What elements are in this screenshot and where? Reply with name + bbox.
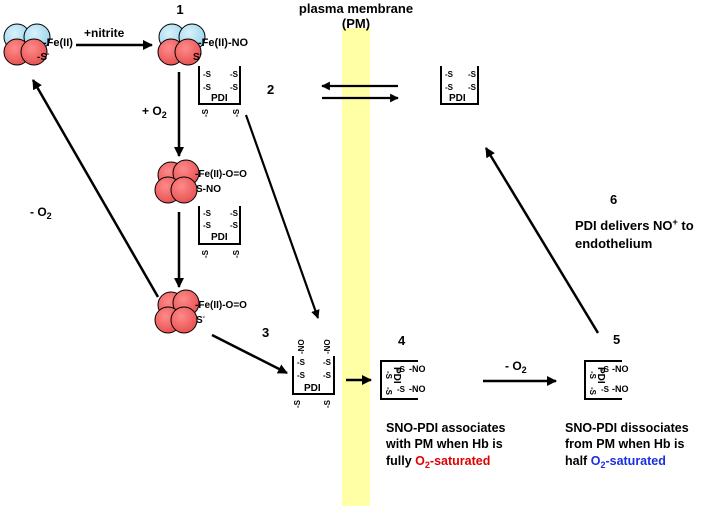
svg-text:-S: -S	[203, 221, 212, 230]
svg-text:-S: -S	[588, 371, 597, 380]
svg-text:-NO: -NO	[409, 384, 426, 394]
svg-text:- O2: - O2	[505, 359, 527, 375]
dissociation-arrow	[484, 147, 600, 334]
membrane-label-line1: plasma membrane	[299, 1, 413, 16]
step-3-number: 3	[262, 325, 269, 340]
deoxygenation-arrow	[31, 79, 160, 298]
fe-o2-label: Fe(II)-O=O	[198, 169, 247, 180]
transnitrosation-arrow	[211, 333, 288, 375]
svg-text:-S: -S	[323, 371, 332, 380]
svg-text:-S: -S	[230, 209, 239, 218]
plus-o2-label: + O	[142, 104, 162, 118]
step-6-number: 6	[610, 192, 617, 207]
svg-text:-S: -S	[445, 83, 454, 92]
svg-text:-S: -S	[232, 108, 241, 117]
svg-text:-S: -S	[468, 83, 477, 92]
svg-text:-S: -S	[203, 209, 212, 218]
svg-text:-S: -S	[201, 249, 210, 258]
svg-text:-NO: -NO	[323, 339, 332, 354]
svg-text:-S: -S	[601, 385, 610, 394]
svg-text:-S: -S	[588, 387, 597, 396]
sno-label: S-NO	[196, 184, 221, 195]
svg-text:-NO: -NO	[409, 364, 426, 374]
svg-text:-S: -S	[384, 387, 393, 396]
fe-no-label: Fe(II)-NO	[202, 37, 249, 49]
thiol-label: S	[40, 52, 47, 63]
svg-text:-Fe(II)-O=O: -Fe(II)-O=O	[195, 300, 247, 311]
caption-5-line1: SNO-PDI dissociates	[565, 421, 689, 435]
svg-text:-Fe(II): -Fe(II)	[43, 37, 73, 49]
step-1-number: 1	[176, 2, 183, 17]
svg-text:-S: -S	[297, 358, 306, 367]
pdi-label-5: PDI	[595, 367, 606, 384]
svg-text:-S: -S	[468, 70, 477, 79]
pdi-to-sno-arrow	[244, 114, 320, 319]
svg-text:-S: -S	[293, 399, 302, 408]
step-6-line2: endothelium	[575, 236, 652, 251]
thiol-label-3: S	[196, 315, 203, 326]
svg-text:-Fe(II)-O=O: -Fe(II)-O=O	[195, 169, 247, 180]
minus-o2-label: - O	[30, 205, 47, 219]
caption-4-line3: fully O2-saturated	[386, 454, 490, 470]
svg-text:S-: S-	[196, 314, 206, 326]
svg-text:-S: -S	[397, 385, 406, 394]
sno-pdi-3: -S -S -S -S PDI -NO -NO -S -S	[292, 339, 335, 408]
svg-text:-S: -S	[297, 371, 306, 380]
hemoglobin-fe-o2: -Fe(II)-O=O S-	[154, 289, 247, 334]
sno-pdi-4: -S -S -S -NO -S -NO PDI	[380, 360, 426, 400]
hemoglobin-fe-no: -Fe(II)-NO S-	[157, 23, 249, 66]
svg-text:-S-: -S-	[37, 51, 50, 63]
pdi-reduced-2: -S -S -S -S PDI -S -S	[198, 66, 241, 117]
pdi-label-middle: PDI	[211, 232, 228, 243]
svg-text:-NO: -NO	[612, 364, 629, 374]
svg-text:-NO: -NO	[612, 384, 629, 394]
hemoglobin-fe2: -Fe(II) -S-	[3, 23, 73, 66]
svg-text:- O2: - O2	[30, 205, 52, 221]
fe-o2-label-2: Fe(II)-O=O	[198, 300, 247, 311]
svg-text:-S: -S	[323, 358, 332, 367]
svg-text:-S: -S	[203, 83, 212, 92]
fe2-label: Fe(II)	[47, 37, 74, 49]
pdi-label: PDI	[211, 93, 228, 104]
hemoglobin-fe-o2-sno: -Fe(II)-O=O S-NO	[154, 159, 247, 204]
svg-text:-S: -S	[230, 221, 239, 230]
step-4-number: 4	[398, 333, 406, 348]
svg-text:-S: -S	[201, 108, 210, 117]
caption-5-line2: from PM when Hb is	[565, 437, 685, 451]
nitrite-label: +nitrite	[84, 26, 125, 40]
pdi-label-4: PDI	[391, 367, 402, 384]
caption-5-line3: half O2-saturated	[565, 454, 666, 470]
svg-text:-S: -S	[232, 249, 241, 258]
svg-text:-S: -S	[384, 371, 393, 380]
minus-o2-mid-label: - O	[505, 359, 522, 373]
pdi-label-3: PDI	[304, 383, 321, 394]
plasma-membrane-band	[342, 28, 370, 506]
membrane-label-line2: (PM)	[342, 16, 370, 31]
svg-text:-S: -S	[230, 83, 239, 92]
svg-text:-S: -S	[203, 70, 212, 79]
step-2-number: 2	[267, 82, 274, 97]
caption-4-line1: SNO-PDI associates	[386, 421, 506, 435]
sno-pdi-5: -S -S -S -NO -S -NO PDI	[584, 360, 629, 400]
svg-text:-Fe(II)-NO: -Fe(II)-NO	[198, 37, 249, 49]
svg-text:-S: -S	[323, 399, 332, 408]
step-5-number: 5	[613, 332, 620, 347]
caption-4-line2: with PM when Hb is	[385, 437, 503, 451]
svg-text:-S: -S	[230, 70, 239, 79]
pdi-reduced-middle: -S -S -S -S PDI -S -S	[198, 206, 241, 258]
svg-text:-S: -S	[601, 365, 610, 374]
svg-text:-S: -S	[397, 365, 406, 374]
pdi-reduced-right: -S -S -S -S PDI	[440, 66, 479, 105]
svg-text:-NO: -NO	[297, 339, 306, 354]
svg-text:S-: S-	[193, 51, 203, 63]
svg-text:+ O2: + O2	[142, 104, 167, 120]
step-6-line1: PDI delivers NO+ to	[575, 217, 694, 233]
thiol-label-2: S	[193, 52, 200, 63]
pdi-label-right: PDI	[449, 93, 466, 104]
svg-text:-S: -S	[445, 70, 454, 79]
